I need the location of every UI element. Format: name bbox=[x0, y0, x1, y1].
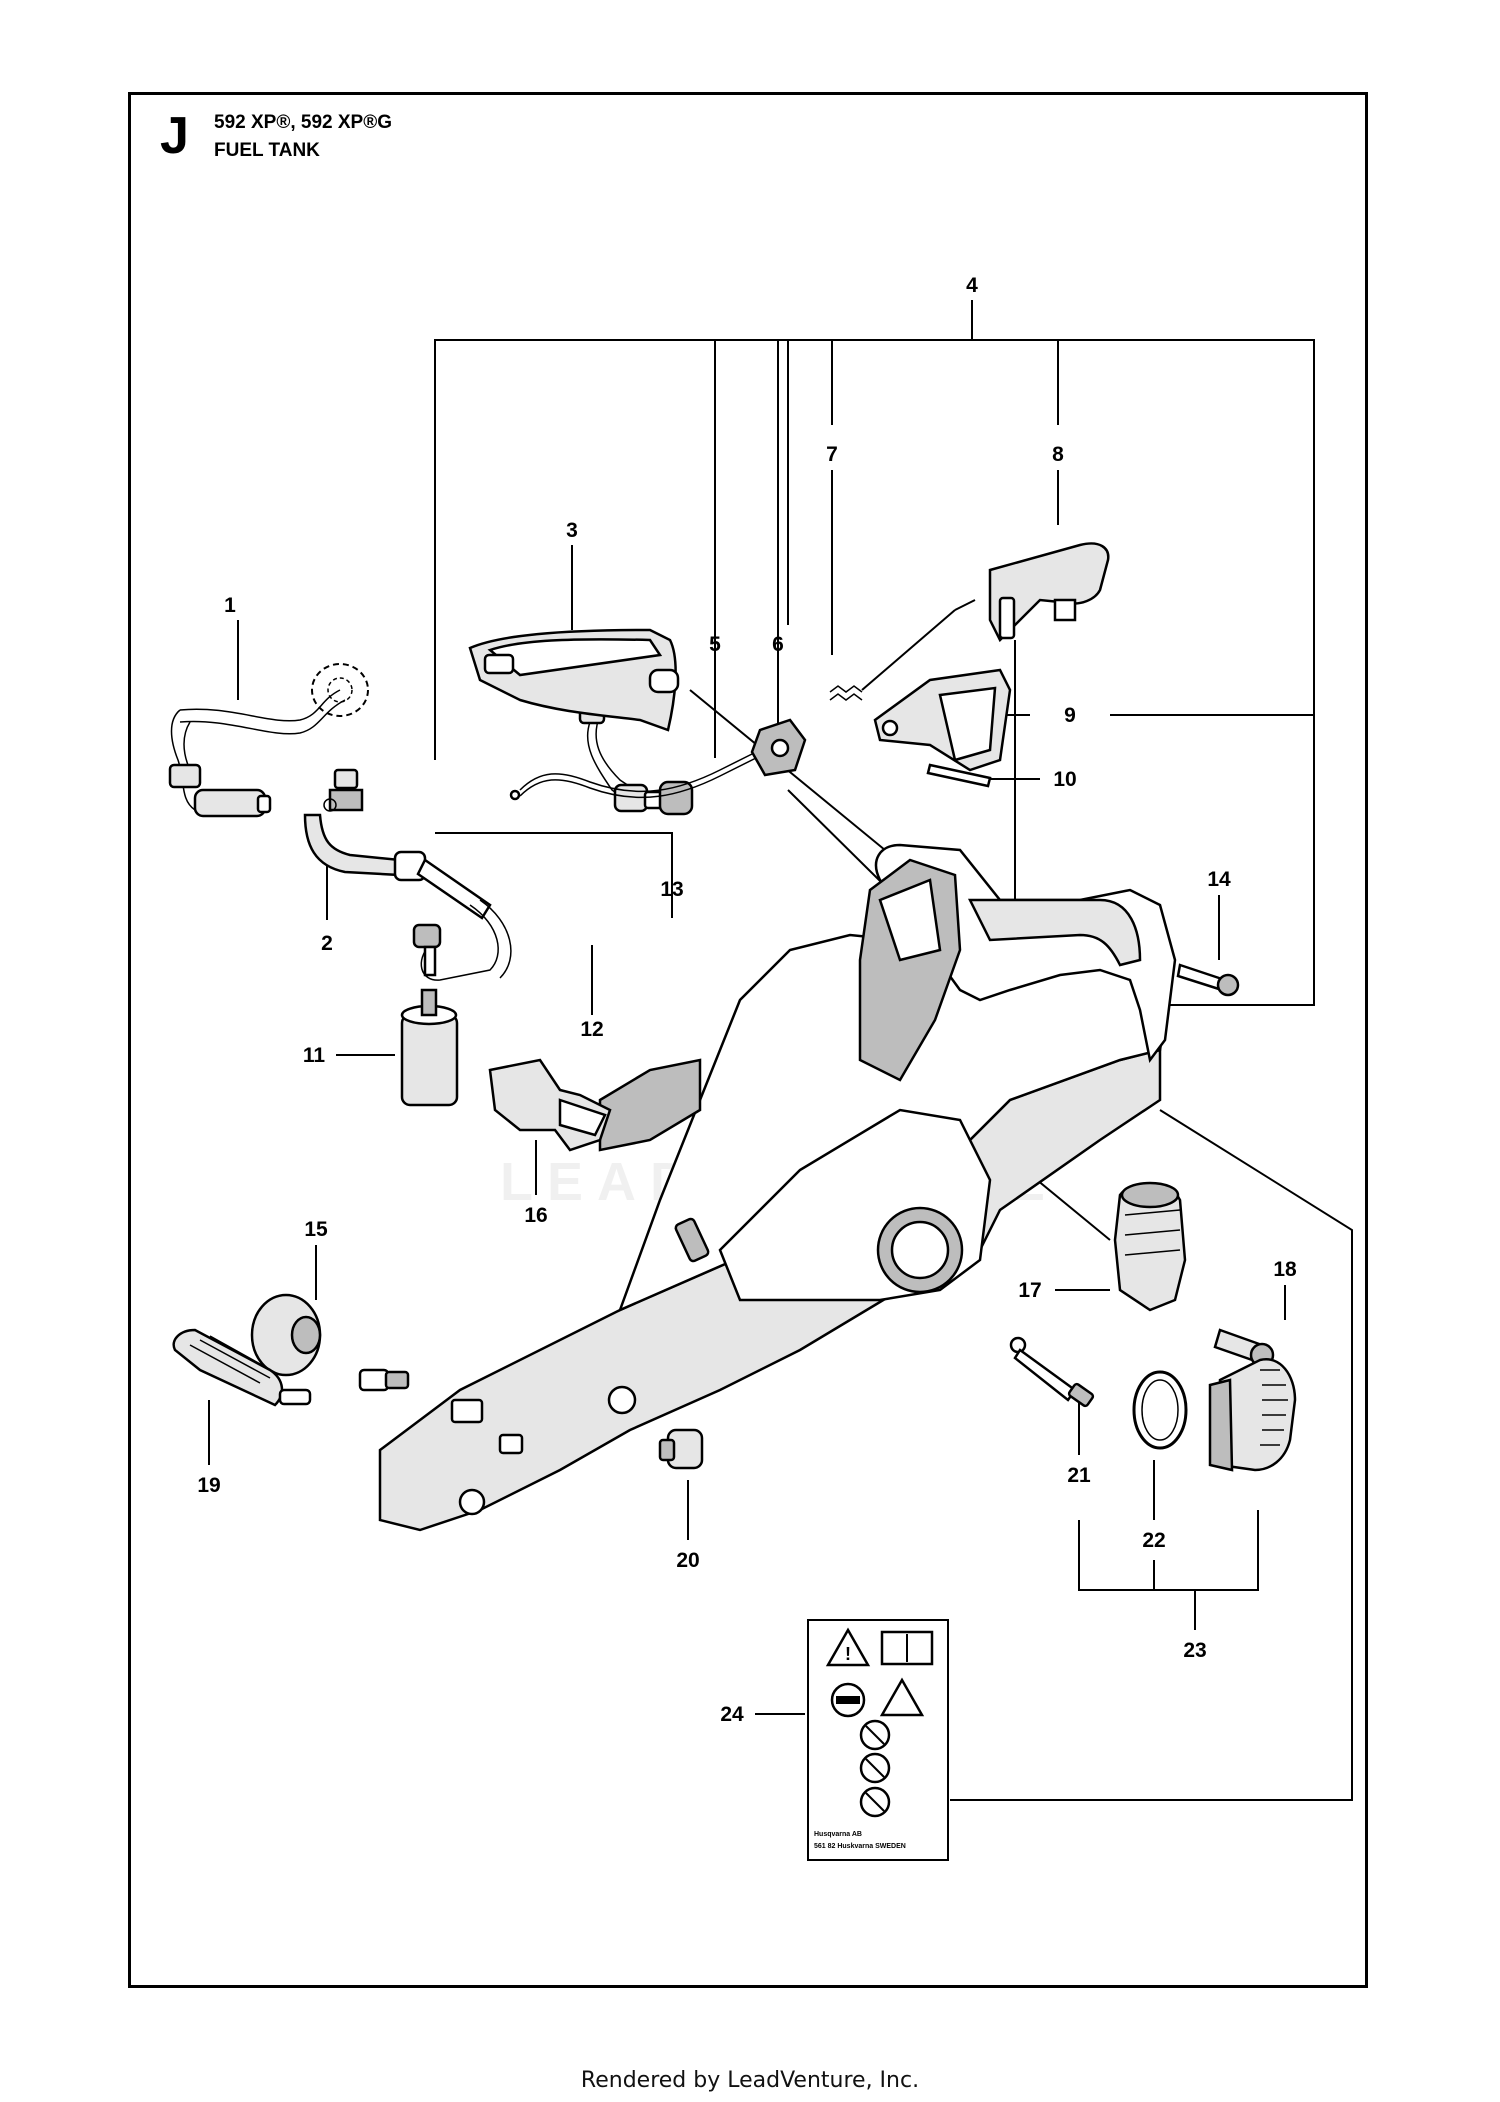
callout-numbers: 1 2 3 4 5 6 7 8 9 10 11 12 13 14 15 16 1… bbox=[197, 274, 1297, 1726]
part-22-o-ring bbox=[1132, 1370, 1188, 1450]
part-20-fitting bbox=[658, 1428, 704, 1470]
callout-6: 6 bbox=[772, 633, 784, 656]
callout-16: 16 bbox=[524, 1204, 547, 1227]
callout-23: 23 bbox=[1183, 1639, 1206, 1662]
svg-text:!: ! bbox=[845, 1644, 851, 1664]
part-15-buffer bbox=[250, 1293, 410, 1392]
decal-line-2: 561 82 Huskvarna SWEDEN bbox=[814, 1843, 906, 1850]
section-title: FUEL TANK bbox=[214, 140, 320, 161]
part-14-screw bbox=[1176, 963, 1240, 997]
footer-credit: Rendered by LeadVenture, Inc. bbox=[580, 2068, 920, 2093]
model-title: 592 XP®, 592 XP®G bbox=[214, 112, 392, 133]
callout-22: 22 bbox=[1142, 1529, 1165, 1552]
callout-17: 17 bbox=[1018, 1279, 1041, 1302]
part-6-switch bbox=[750, 718, 807, 777]
part-10-pin bbox=[926, 763, 992, 788]
callout-20: 20 bbox=[676, 1549, 699, 1572]
part-17-av-mount bbox=[1113, 1181, 1187, 1312]
callout-2: 2 bbox=[321, 932, 333, 955]
callout-3: 3 bbox=[566, 519, 578, 542]
part-2-fuel-hose-elbow bbox=[303, 768, 492, 920]
part-1-fuel-hose-assembly bbox=[168, 663, 369, 818]
callout-4: 4 bbox=[966, 274, 978, 297]
callout-8: 8 bbox=[1052, 443, 1064, 466]
main-fuel-tank-housing bbox=[378, 843, 1177, 1532]
part-23-fuel-cap bbox=[1208, 1357, 1297, 1472]
part-24-warning-decal: ! Husqvarna AB 561 82 Huskvarna SWEDEN bbox=[807, 1619, 949, 1861]
callout-7: 7 bbox=[826, 443, 838, 466]
diagram-frame bbox=[128, 92, 1368, 1988]
callout-1: 1 bbox=[224, 594, 236, 617]
callout-21: 21 bbox=[1067, 1464, 1091, 1487]
part-21-valve bbox=[1009, 1336, 1095, 1408]
callout-24: 24 bbox=[720, 1703, 744, 1726]
part-19-av-spring bbox=[172, 1328, 312, 1407]
callout-5: 5 bbox=[709, 633, 721, 656]
callout-15: 15 bbox=[304, 1218, 328, 1241]
callout-13: 13 bbox=[660, 878, 683, 901]
callout-10: 10 bbox=[1053, 768, 1076, 791]
part-16-guard bbox=[488, 1058, 612, 1152]
part-7-spring bbox=[829, 599, 976, 701]
part-8-throttle-lever bbox=[988, 542, 1110, 643]
part-9-throttle-lock bbox=[873, 668, 1012, 772]
section-letter: J bbox=[160, 107, 189, 165]
part-11-fuel-filter bbox=[400, 899, 512, 1107]
callout-12: 12 bbox=[580, 1018, 603, 1041]
decal-line-1: Husqvarna AB bbox=[814, 1831, 862, 1838]
callout-11: 11 bbox=[303, 1044, 326, 1067]
callout-9: 9 bbox=[1064, 704, 1076, 727]
callout-14: 14 bbox=[1207, 868, 1231, 891]
part-3-cover bbox=[468, 628, 677, 732]
callout-18: 18 bbox=[1273, 1258, 1297, 1281]
callout-19: 19 bbox=[197, 1474, 220, 1497]
part-5-cable bbox=[509, 668, 761, 801]
